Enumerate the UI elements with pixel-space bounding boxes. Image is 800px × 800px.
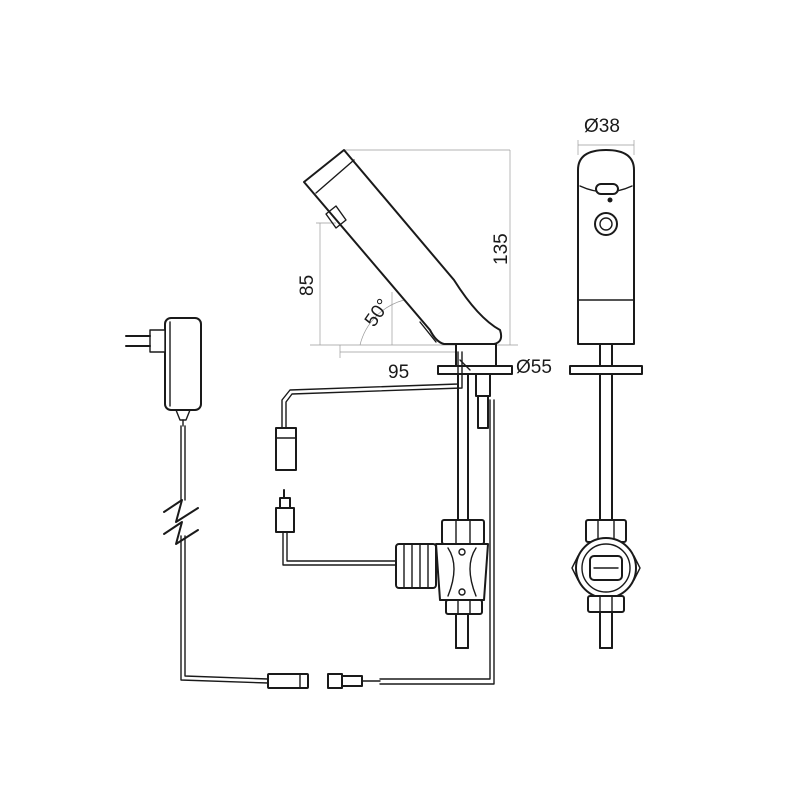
front-base <box>569 343 643 375</box>
faucet-spout <box>303 149 503 345</box>
sensor-cable <box>281 351 463 429</box>
top-connector <box>275 427 297 471</box>
bottom-connector-female <box>267 673 309 689</box>
dimension-height-sensor: 85 <box>297 275 318 296</box>
power-cable <box>163 425 269 684</box>
faucet-front-body <box>577 149 635 345</box>
dimension-spout-angle: 50° <box>361 295 395 331</box>
middle-connector <box>275 489 397 566</box>
power-adapter <box>125 317 202 427</box>
front-shank <box>599 373 613 521</box>
cable-to-sensor <box>379 399 491 680</box>
front-valve <box>571 519 641 649</box>
front-view-dimension <box>577 140 635 155</box>
dimension-height-total: 135 <box>491 233 512 265</box>
dimension-diameter-base: Ø55 <box>516 357 552 378</box>
faucet-base <box>437 343 513 375</box>
faucet-shank <box>457 373 491 521</box>
solenoid-valve <box>395 519 489 649</box>
dimension-diameter-top: Ø38 <box>584 116 620 137</box>
dimension-spout-reach: 95 <box>388 362 409 383</box>
bottom-connector-male <box>327 673 381 689</box>
